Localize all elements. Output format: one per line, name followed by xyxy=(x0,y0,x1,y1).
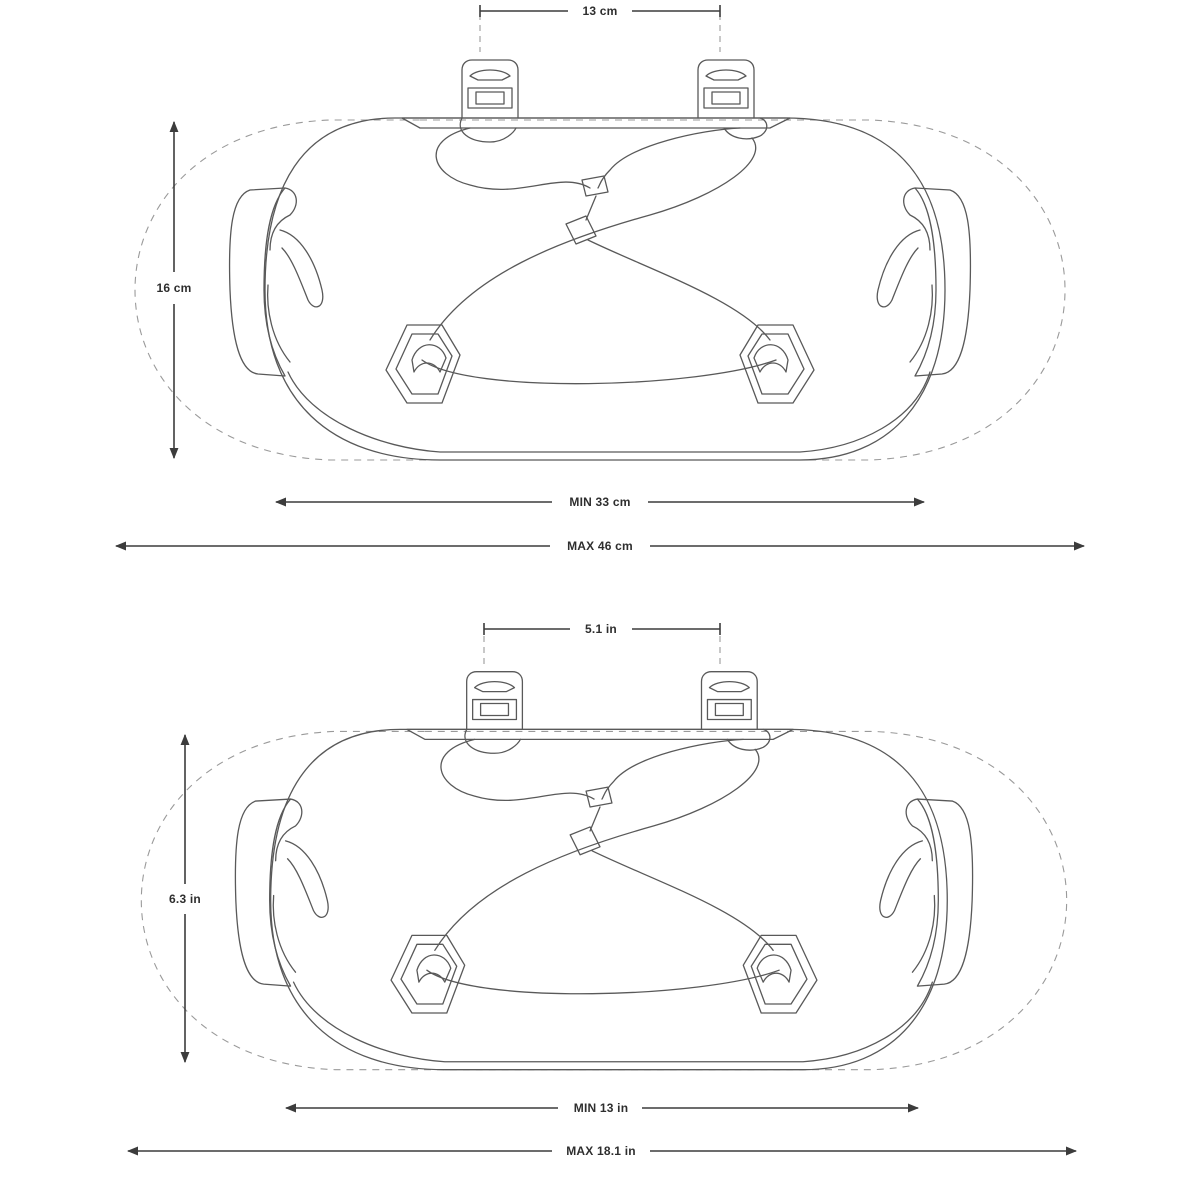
handlebar-bag-drawing-metric xyxy=(134,59,1066,461)
max-width-label: MAX 46 cm xyxy=(567,539,633,553)
metric-diagram: 13 cm 16 cm MIN 33 cm MAX 46 cm xyxy=(114,4,1086,553)
handlebar-bag-drawing-imperial xyxy=(140,671,1068,1071)
max-width-label-imperial: MAX 18.1 in xyxy=(566,1144,636,1158)
imperial-diagram: 5.1 in 6.3 in MIN 13 in MAX 18.1 in xyxy=(126,622,1078,1158)
height-label: 16 cm xyxy=(156,281,191,295)
strap-spacing-label: 13 cm xyxy=(582,4,617,18)
min-width-label-imperial: MIN 13 in xyxy=(574,1101,628,1115)
min-width-label: MIN 33 cm xyxy=(569,495,630,509)
height-label-imperial: 6.3 in xyxy=(169,892,201,906)
strap-spacing-label-imperial: 5.1 in xyxy=(585,622,617,636)
